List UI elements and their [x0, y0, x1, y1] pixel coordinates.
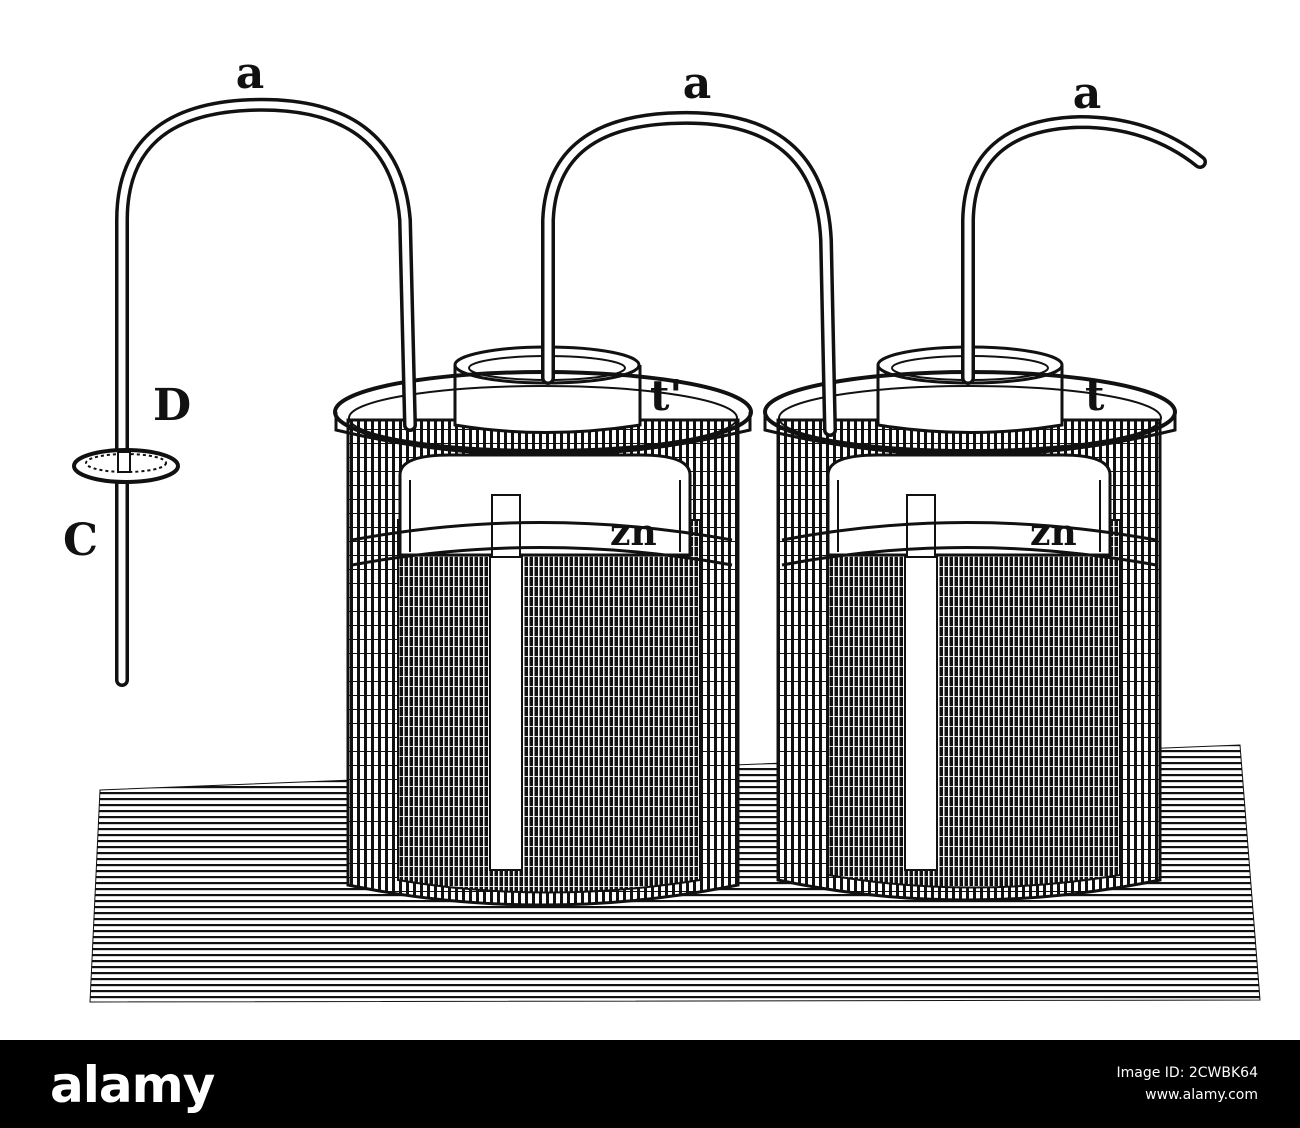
image-id-text: Image ID: 2CWBK64: [1116, 1065, 1259, 1081]
label-t-prime: t': [650, 371, 682, 420]
label-C: C: [63, 515, 98, 566]
label-zn-right: zn: [1030, 512, 1077, 554]
tube-left: [115, 97, 417, 687]
alamy-logo: alamy: [50, 1056, 215, 1114]
site-url-text: www.alamy.com: [1145, 1087, 1258, 1103]
label-a-right: a: [1073, 68, 1102, 119]
tube-right: [961, 114, 1207, 385]
battery-diagram: a a a D C t' t zn zn: [63, 48, 1261, 1003]
engraving-illustration: a a a D C t' t zn zn: [63, 48, 1261, 1003]
label-t: t: [1085, 371, 1105, 420]
right-jar: [763, 345, 1177, 902]
left-jar: [333, 345, 753, 907]
tube-middle: [541, 110, 837, 437]
label-D: D: [153, 380, 191, 431]
label-a-middle: a: [683, 58, 712, 109]
label-zn-left: zn: [610, 512, 657, 554]
watermark-footer: alamy Image ID: 2CWBK64 www.alamy.com: [0, 1040, 1300, 1128]
footer-meta: Image ID: 2CWBK64 www.alamy.com: [1117, 1062, 1259, 1106]
label-a-left: a: [236, 48, 265, 99]
stopper-disc: [72, 448, 180, 484]
